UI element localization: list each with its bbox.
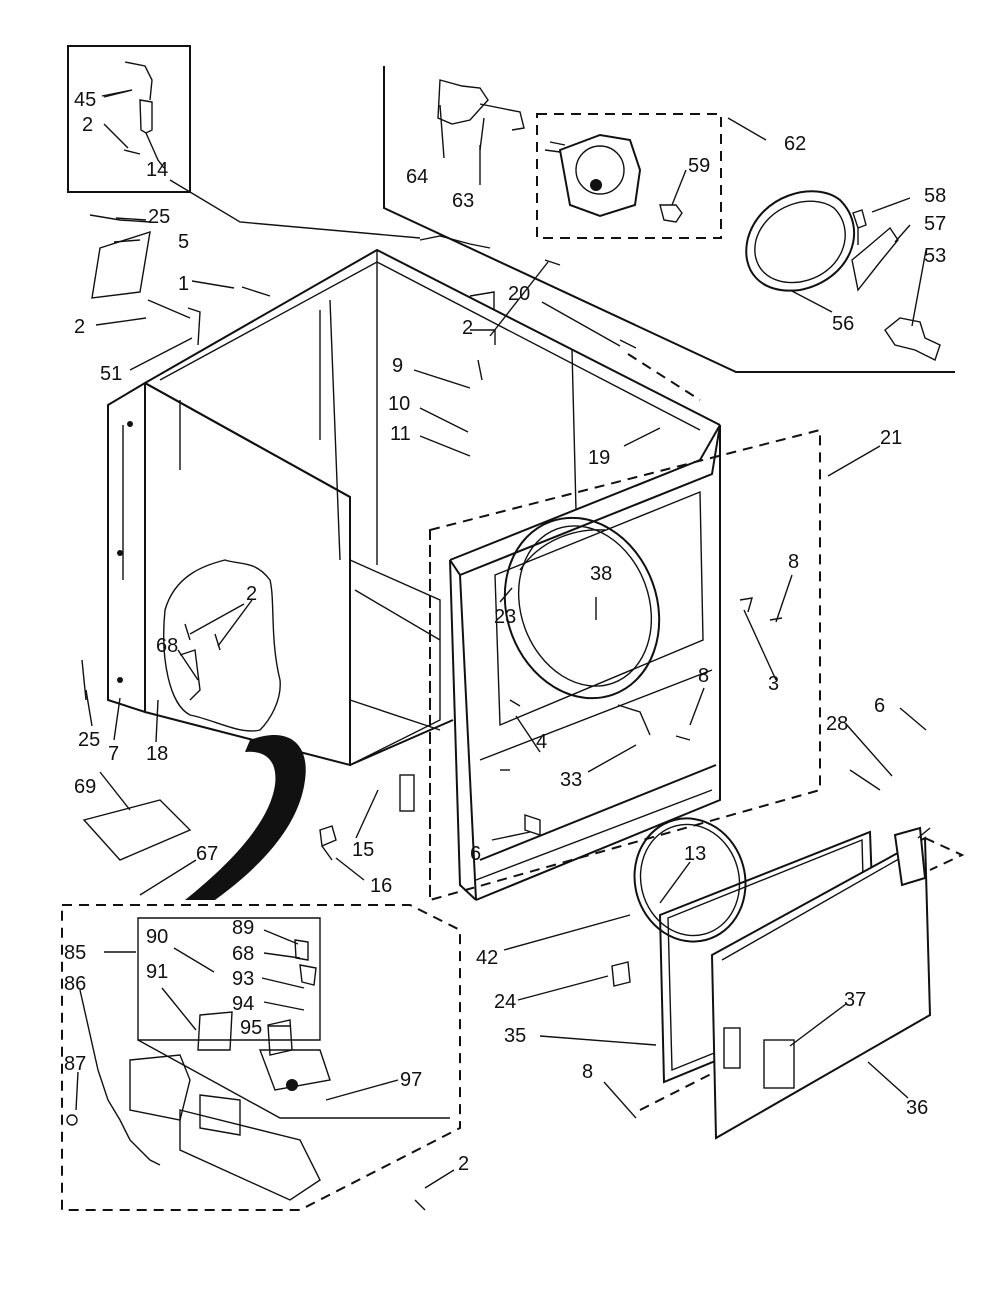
label-69: 69 [74, 776, 96, 798]
label-35: 35 [504, 1025, 526, 1047]
label-3: 3 [768, 673, 779, 695]
label-89: 89 [232, 917, 254, 939]
label-36: 36 [906, 1097, 928, 1119]
label-2: 2 [82, 114, 93, 136]
label-6: 6 [470, 843, 481, 865]
label-23: 23 [494, 606, 516, 628]
label-13: 13 [684, 843, 706, 865]
label-42: 42 [476, 947, 498, 969]
door-assembly [611, 817, 965, 1140]
label-91: 91 [146, 961, 168, 983]
label-58: 58 [924, 185, 946, 207]
label-38: 38 [590, 563, 612, 585]
label-59: 59 [688, 155, 710, 177]
label-19: 19 [588, 447, 610, 469]
label-67: 67 [196, 843, 218, 865]
control-box [61, 904, 461, 1211]
label-1: 1 [178, 273, 189, 295]
label-97: 97 [400, 1069, 422, 1091]
label-18: 18 [146, 743, 168, 765]
label-25: 25 [78, 729, 100, 751]
label-5: 5 [178, 231, 189, 253]
label-33: 33 [560, 769, 582, 791]
label-68: 68 [232, 943, 254, 965]
label-28: 28 [826, 713, 848, 735]
label-87: 87 [64, 1053, 86, 1075]
label-45: 45 [74, 89, 96, 111]
label-10: 10 [388, 393, 410, 415]
label-2: 2 [462, 317, 473, 339]
label-2: 2 [74, 316, 85, 338]
label-62: 62 [784, 133, 806, 155]
label-7: 7 [108, 743, 119, 765]
label-21: 21 [880, 427, 902, 449]
label-94: 94 [232, 993, 254, 1015]
label-11: 11 [390, 423, 411, 445]
label-8: 8 [788, 551, 799, 573]
label-6: 6 [874, 695, 885, 717]
label-20: 20 [508, 283, 530, 305]
label-8: 8 [698, 665, 709, 687]
label-14: 14 [146, 159, 168, 181]
label-24: 24 [494, 991, 516, 1013]
label-9: 9 [392, 355, 403, 377]
label-4: 4 [536, 731, 547, 753]
exhaust-duct [185, 734, 306, 900]
label-63: 63 [452, 190, 474, 212]
label-25: 25 [148, 206, 170, 228]
leader-lines [75, 89, 927, 1189]
label-8: 8 [582, 1061, 593, 1083]
label-56: 56 [832, 313, 854, 335]
label-2: 2 [246, 583, 257, 605]
label-53: 53 [924, 245, 946, 267]
inset-box-sensor [67, 45, 191, 193]
label-64: 64 [406, 166, 428, 188]
label-86: 86 [64, 973, 86, 995]
part-labels: 45 2 25 5 1 2 51 14 64 63 62 59 58 57 53… [64, 89, 946, 1175]
cabinet [107, 248, 821, 902]
label-15: 15 [352, 839, 374, 861]
label-90: 90 [146, 926, 168, 948]
label-16: 16 [370, 875, 392, 897]
label-95: 95 [240, 1017, 262, 1039]
label-57: 57 [924, 213, 946, 235]
label-93: 93 [232, 968, 254, 990]
hardware [81, 214, 931, 1211]
motor-region [383, 66, 955, 373]
label-37: 37 [844, 989, 866, 1011]
label-51: 51 [100, 363, 122, 385]
label-68: 68 [156, 635, 178, 657]
label-85: 85 [64, 942, 86, 964]
label-2: 2 [458, 1153, 469, 1175]
